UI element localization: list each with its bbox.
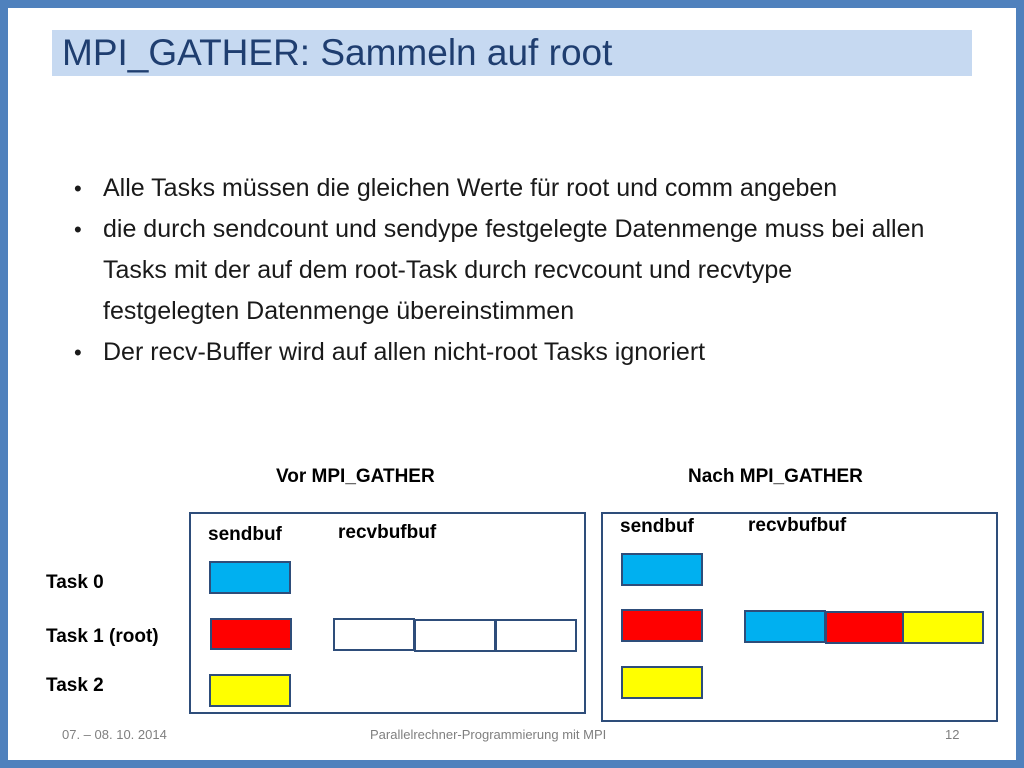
task-2-label: Task 2: [46, 675, 104, 696]
before-task1-sendbuf: [210, 618, 292, 650]
footer-page-number: 12: [945, 727, 960, 742]
before-root-recvbuf-slot-2: [495, 619, 577, 652]
after-root-recvbuf-slot-1: [825, 611, 907, 644]
footer-course: Parallelrechner-Programmierung mit MPI: [370, 727, 607, 742]
footer-date: 07. – 08. 10. 2014: [62, 727, 167, 742]
after-root-recvbuf-slot-0: [744, 610, 826, 643]
bullet-dot-icon: •: [74, 176, 82, 201]
bullet-item: • die durch sendcount und sendype festge…: [68, 209, 928, 332]
bullet-list: • Alle Tasks müssen die gleichen Werte f…: [68, 168, 928, 373]
bullet-text: die durch sendcount und sendype festgele…: [103, 215, 925, 325]
bullet-text: Alle Tasks müssen die gleichen Werte für…: [103, 174, 838, 202]
slide-title: MPI_GATHER: Sammeln auf root: [62, 32, 613, 73]
after-task0-sendbuf: [621, 553, 703, 586]
after-recvbuf-label: recvbufbuf: [748, 515, 847, 536]
bullet-item: • Alle Tasks müssen die gleichen Werte f…: [68, 168, 928, 209]
after-task2-sendbuf: [621, 666, 703, 699]
task-0-label: Task 0: [46, 572, 104, 593]
after-root-recvbuf-slot-2: [902, 611, 984, 644]
before-task0-sendbuf: [209, 561, 291, 594]
before-gather-heading: Vor MPI_GATHER: [276, 466, 435, 487]
after-gather-heading: Nach MPI_GATHER: [688, 466, 863, 487]
before-sendbuf-label: sendbuf: [208, 524, 282, 545]
before-root-recvbuf-slot-1: [414, 619, 496, 652]
after-task1-sendbuf: [621, 609, 703, 642]
after-sendbuf-label: sendbuf: [620, 516, 694, 537]
bullet-text: Der recv-Buffer wird auf allen nicht-roo…: [103, 338, 706, 366]
before-root-recvbuf-slot-0: [333, 618, 415, 651]
before-recvbuf-label: recvbufbuf: [338, 522, 437, 543]
before-task2-sendbuf: [209, 674, 291, 707]
bullet-item: • Der recv-Buffer wird auf allen nicht-r…: [68, 332, 928, 373]
title-bar: MPI_GATHER: Sammeln auf root: [52, 30, 972, 76]
bullet-dot-icon: •: [74, 340, 82, 365]
task-1-label: Task 1 (root): [46, 626, 159, 647]
bullet-dot-icon: •: [74, 217, 82, 242]
